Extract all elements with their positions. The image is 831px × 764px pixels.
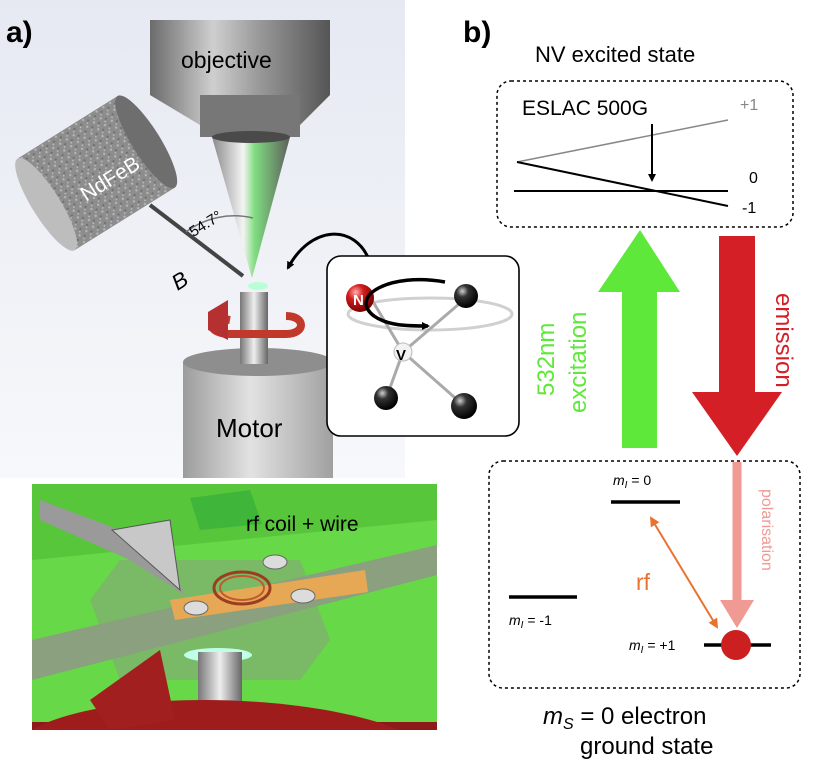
objective-label: objective: [181, 47, 272, 73]
emission-label: emission: [770, 293, 797, 388]
eslac-label: ESLAC 500G: [522, 97, 648, 120]
rf-coil-label: rf coil + wire: [246, 513, 359, 536]
excited-state-title: NV excited state: [535, 42, 695, 67]
rf-transition-arrow: [649, 516, 719, 629]
vacancy-label: V: [396, 347, 406, 364]
excitation-label: excitation: [565, 312, 592, 413]
angle-arc: [185, 215, 254, 233]
polarisation-label: polarisation: [758, 489, 775, 571]
excited-plus1-label: +1: [740, 97, 758, 114]
laser-spot: [248, 282, 268, 290]
carbon-atom: [451, 393, 477, 419]
population-dot: [721, 630, 751, 660]
ground-state-box: [488, 460, 801, 689]
magnet-rod: [148, 203, 245, 278]
panel-b-label: b): [463, 16, 491, 49]
tip-pointer-arrow: [286, 232, 372, 270]
carbon-atom: [454, 284, 478, 308]
excitation-wavelength-label: 532nm: [533, 323, 560, 396]
vacancy-site: [393, 342, 413, 362]
rf-coil: [212, 570, 272, 606]
excited-state-box: [496, 80, 794, 228]
nv-axis-arrow: [364, 277, 446, 330]
motor-label: Motor: [216, 413, 283, 443]
rf-label: rf: [636, 569, 651, 595]
carbon-atom: [374, 386, 398, 410]
mi-plus1-label: mI = +1: [629, 637, 676, 656]
mi-zero-label: mI = 0: [613, 472, 651, 491]
nitrogen-label: N: [353, 292, 364, 309]
nv-center-inset: [326, 255, 520, 437]
panel-a-top: [0, 0, 405, 478]
rotation-arrow-icon: [208, 300, 305, 340]
panel-a-label: a): [6, 16, 33, 49]
emission-arrow: [692, 236, 782, 456]
needle-probe: [40, 500, 185, 595]
motor-body: [183, 292, 333, 478]
level-minus1-excited: [516, 161, 729, 207]
level-plus1-excited: [516, 119, 729, 163]
excited-minus1-label: -1: [742, 200, 756, 217]
objective-lens: [150, 20, 330, 278]
ground-state-title: mS = 0 electron: [543, 703, 706, 733]
panel-a-bottom: [32, 484, 437, 730]
excited-zero-label: 0: [749, 170, 758, 187]
ndfeb-magnet: [15, 95, 178, 251]
ground-state-subtitle: ground state: [580, 733, 713, 760]
mi-minus1-label: mI = -1: [509, 612, 552, 631]
excitation-arrow: [598, 230, 680, 448]
